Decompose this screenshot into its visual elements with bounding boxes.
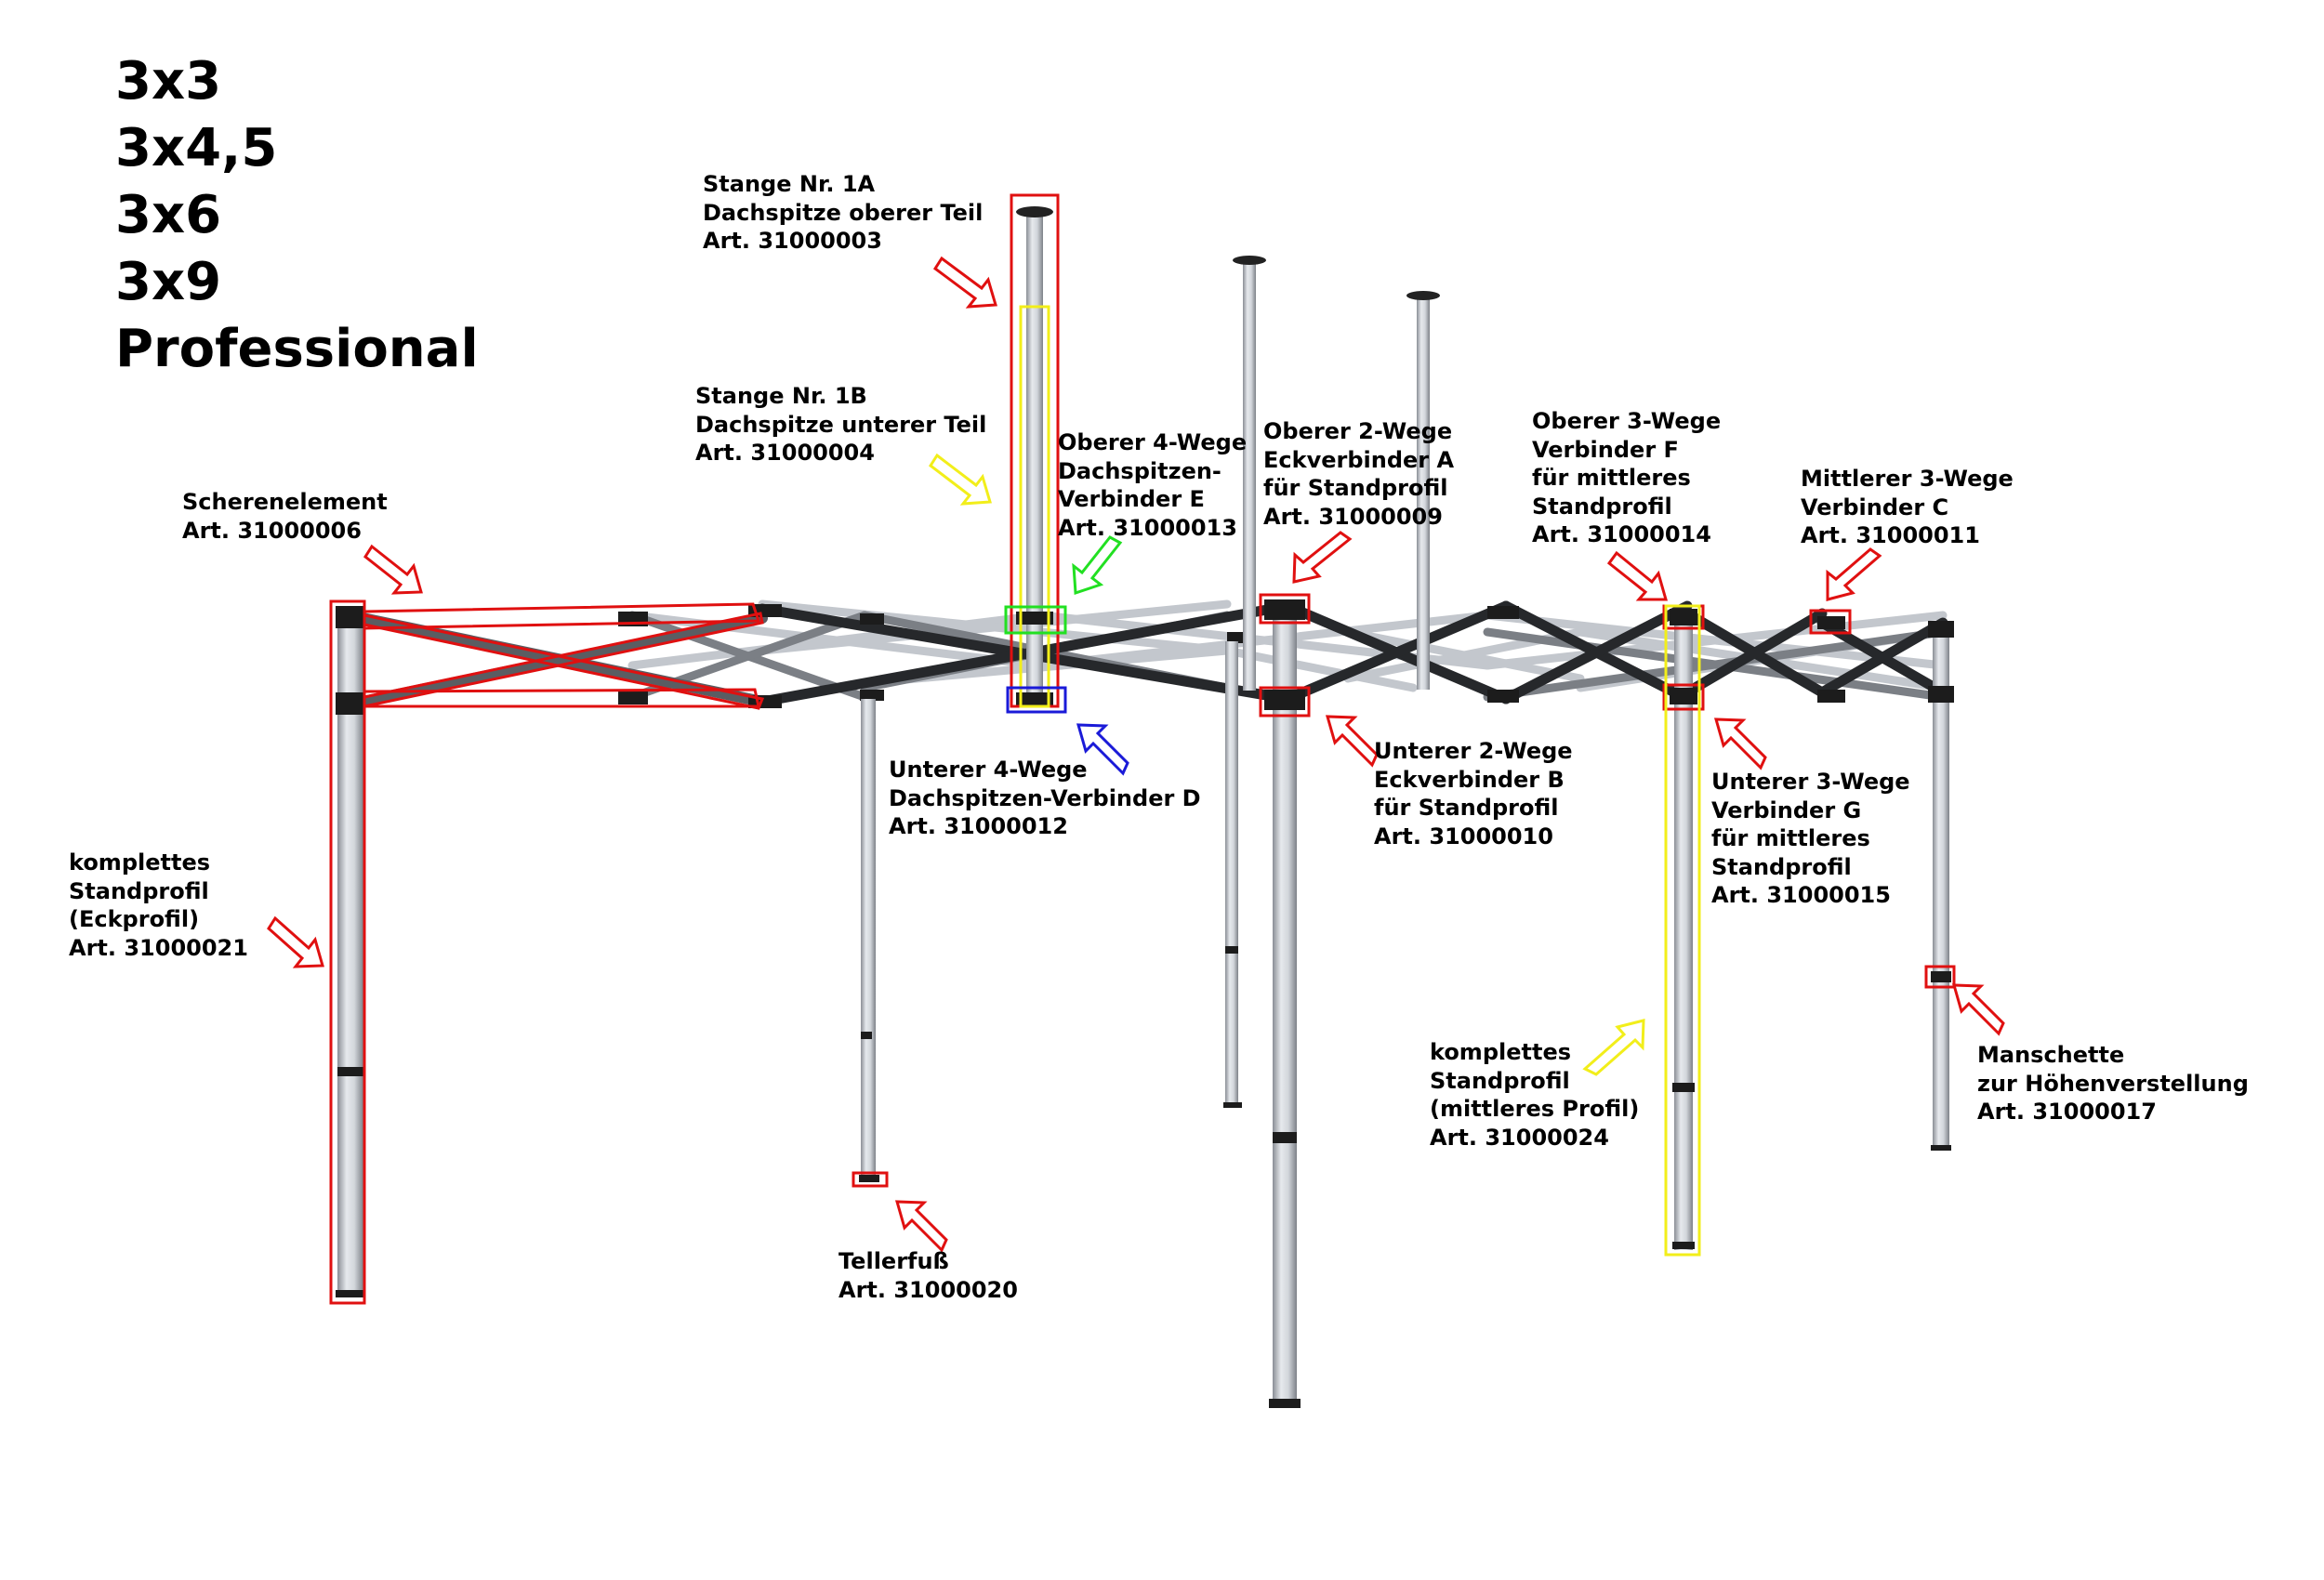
highlight-scissor-diag1 [363, 613, 765, 710]
size-3x9: 3x9 [115, 252, 222, 312]
arrow-standprofil-eck [267, 915, 324, 968]
size-3x4-5: 3x4,5 [115, 118, 278, 178]
arrow-unterer-4-wege [1076, 723, 1129, 776]
label-stange-1b: Stange Nr. 1B Dachspitze unterer Teil Ar… [695, 383, 987, 466]
label-unterer-2-wege: Unterer 2-Wege Eckverbinder B für Standp… [1374, 738, 1573, 849]
highlight-unterer-2-wege [1259, 686, 1311, 718]
arrow-tellerfuss [894, 1200, 948, 1253]
arrow-oberer-2-wege [1292, 531, 1353, 584]
highlight-oberer-2-wege [1259, 593, 1311, 625]
highlight-unterer-4-wege [1006, 686, 1067, 714]
highlight-manschette [1924, 965, 1956, 989]
highlight-mittlerer-3-wege [1809, 609, 1852, 635]
label-stange-1a: Stange Nr. 1A Dachspitze oberer Teil Art… [703, 171, 984, 254]
size-3x6: 3x6 [115, 185, 222, 245]
label-standprofil-eck: komplettes Standprofil (Eckprofil) Art. … [69, 849, 248, 961]
label-scherenelement: Scherenelement Art. 31000006 [182, 489, 388, 544]
arrow-manschette [1951, 983, 2005, 1036]
highlight-stange-1b [1019, 305, 1050, 708]
center-peak-pole [1016, 206, 1053, 705]
arrow-standprofil-mittel [1582, 1019, 1645, 1076]
highlight-unterer-3-wege [1662, 683, 1705, 711]
label-oberer-4-wege: Oberer 4-Wege Dachspitzen- Verbinder E A… [1058, 429, 1248, 541]
highlight-scissor-diag2 [363, 612, 764, 708]
size-3x3: 3x3 [115, 51, 222, 112]
highlight-tellerfuss [852, 1171, 889, 1188]
arrow-mittlerer-3-wege [1826, 547, 1882, 601]
roof-peak-poles [1233, 256, 1440, 691]
tent-legs [336, 599, 1954, 1408]
tent-size-list: 3x3 3x4,5 3x6 3x9 Professional [115, 48, 479, 383]
label-tellerfuss: Tellerfuß Art. 31000020 [838, 1248, 1018, 1303]
highlight-corner-leg [329, 599, 366, 1305]
label-unterer-3-wege: Unterer 3-Wege Verbinder G für mittleres… [1711, 769, 1910, 908]
label-standprofil-mittel: komplettes Standprofil (mittleres Profil… [1430, 1039, 1640, 1151]
size-professional: Professional [115, 319, 479, 379]
callout-arrows [267, 256, 2005, 1253]
arrow-oberer-4-wege [1072, 535, 1123, 596]
arrow-stange-1b [928, 453, 992, 506]
label-unterer-4-wege: Unterer 4-Wege Dachspitzen-Verbinder D A… [889, 757, 1201, 839]
left-scissor-element [357, 612, 768, 707]
label-mittlerer-3-wege: Mittlerer 3-Wege Verbinder C Art. 310000… [1801, 466, 2014, 548]
label-manschette: Manschette zur Höhenverstellung Art. 310… [1977, 1042, 2249, 1125]
arrow-stange-1a [932, 256, 997, 309]
label-oberer-2-wege: Oberer 2-Wege Eckverbinder A für Standpr… [1263, 418, 1455, 530]
arrow-unterer-3-wege [1713, 718, 1767, 770]
label-oberer-3-wege: Oberer 3-Wege Verbinder F für mittleres … [1532, 408, 1722, 547]
highlight-oberer-4-wege [1004, 605, 1067, 635]
arrow-unterer-2-wege [1325, 715, 1379, 768]
highlight-boxes [329, 193, 1956, 1305]
highlight-mittlerer-profil [1664, 604, 1701, 1257]
arrow-oberer-3-wege [1606, 550, 1668, 601]
arrow-scherenelement [363, 544, 423, 595]
